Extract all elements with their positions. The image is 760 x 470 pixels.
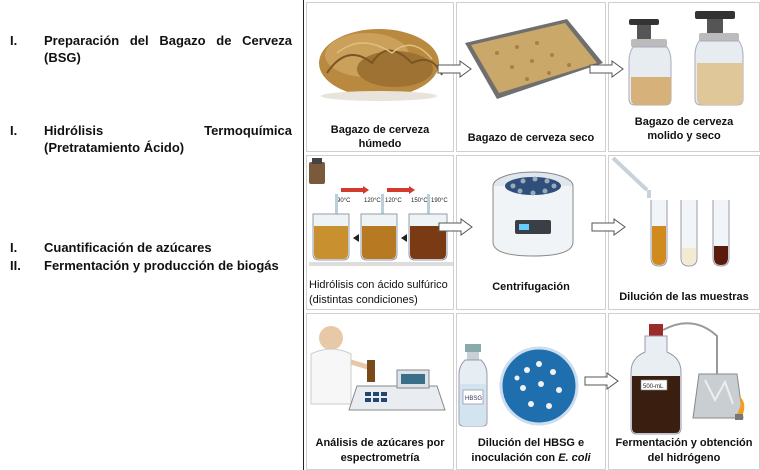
- cell-acid-hydrolysis: 90°C 120°C 120°C 150°C 190°C Hidrólisis …: [306, 155, 454, 310]
- arrow-right-icon: [437, 60, 472, 78]
- temp-label: 120°C: [364, 198, 381, 204]
- caption-fermentation-line2: del hidrógeno: [647, 452, 721, 464]
- step-text: Preparación del Bagazo de Cerveza (BSG): [44, 33, 292, 65]
- step-number: I.: [10, 240, 18, 255]
- arrow-right-icon: [591, 218, 626, 236]
- arrow-right-icon: [589, 60, 624, 78]
- arrow-right-icon: [584, 372, 619, 390]
- centrifuge-illustration: [492, 171, 574, 257]
- dry-bsg-tray-illustration: [465, 19, 603, 99]
- step-number: II.: [10, 258, 21, 273]
- caption-inoculation-line2: inoculación con E. coli: [459, 451, 603, 465]
- cell-centrifugation: Centrifugación: [456, 155, 606, 310]
- step-text: Hidrólisis Termoquímica (Pretratamiento …: [44, 123, 292, 155]
- cell-sample-dilution: Dilución de las muestras: [608, 155, 760, 310]
- hbsg-bottle-petri-illustration: HBSG: [458, 344, 579, 427]
- fermentation-setup-illustration: 500-mL: [630, 322, 745, 435]
- cell-hbsg-inoculation: HBSG Dilución del HBSG e inoculación con…: [456, 313, 606, 470]
- step-text: Fermentación y producción de biogás: [44, 258, 279, 273]
- process-image-grid: Bagazo de cerveza húmedo Bagazo de cerve…: [303, 0, 760, 470]
- caption-inoculation-line2a: inoculación con: [471, 452, 559, 464]
- caption-milled-bsg-line1: Bagazo de cerveza: [634, 116, 734, 128]
- step-text: Cuantificación de azúcares: [44, 240, 212, 255]
- caption-hydrolysis-line2: (distintas condiciones): [309, 294, 418, 306]
- temp-label: 90°C: [337, 198, 351, 204]
- caption-sugar-analysis-line1: Análisis de azúcares por: [315, 437, 445, 449]
- dilution-tubes-illustration: [611, 156, 730, 267]
- caption-inoculation-species: E. coli: [558, 452, 591, 464]
- cell-hydrogen-fermentation: 500-mL Fermentación y obtención del hidr…: [608, 313, 760, 470]
- cell-dry-bsg: Bagazo de cerveza seco: [456, 2, 606, 152]
- caption-fermentation-line1: Fermentación y obtención: [615, 437, 753, 449]
- milled-bsg-jars-illustration: [628, 11, 744, 106]
- caption-dry-bsg: Bagazo de cerveza seco: [467, 132, 595, 144]
- cell-milled-bsg: Bagazo de cerveza molido y seco: [608, 2, 760, 152]
- caption-centrifugation: Centrifugación: [492, 281, 570, 293]
- arrow-right-icon: [438, 218, 473, 236]
- caption-milled-bsg-line2: molido y seco: [647, 130, 721, 142]
- cell-sugar-analysis: Análisis de azúcares por espectrometría: [306, 313, 454, 470]
- process-steps: I. Preparación del Bagazo de Cerveza (BS…: [0, 0, 300, 470]
- caption-inoculation-line1: Dilución del HBSG e: [477, 437, 585, 449]
- step-number: I.: [10, 123, 18, 138]
- hydrolysis-beakers-illustration: 90°C 120°C 120°C 150°C 190°C: [309, 158, 453, 266]
- bottle-label: HBSG: [465, 396, 482, 402]
- wet-bsg-illustration: [319, 29, 443, 101]
- caption-wet-bsg: Bagazo de cerveza húmedo: [330, 124, 430, 150]
- temp-label: 120°C: [385, 198, 402, 204]
- caption-hydrolysis-line1: Hidrólisis con ácido sulfúrico: [309, 279, 448, 291]
- caption-sample-dilution: Dilución de las muestras: [619, 291, 749, 303]
- caption-sugar-analysis-line2: espectrometría: [340, 452, 420, 464]
- cell-wet-bsg: Bagazo de cerveza húmedo: [306, 2, 454, 152]
- temp-label: 190°C: [431, 198, 448, 204]
- step-number: I.: [10, 33, 18, 48]
- jar-label: 500-mL: [643, 384, 664, 390]
- temp-label: 150°C: [411, 198, 428, 204]
- spectrometer-illustration: [310, 326, 446, 411]
